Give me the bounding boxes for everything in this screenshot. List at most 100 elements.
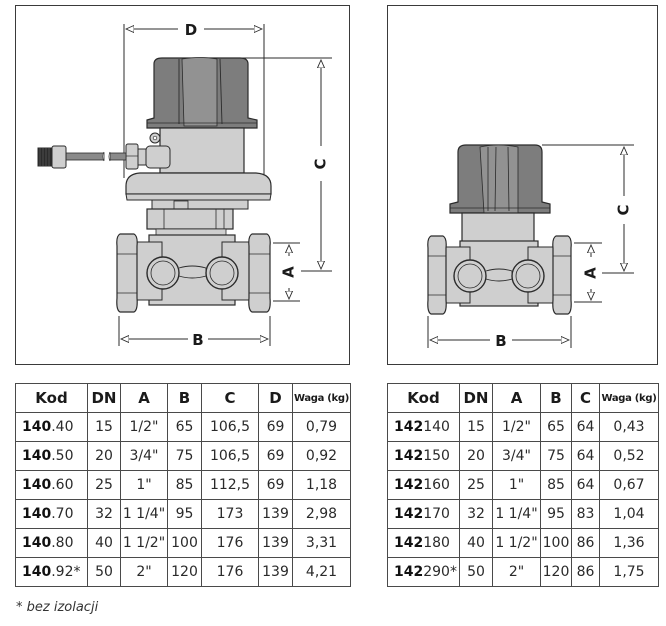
kod-prefix: 140: [22, 448, 52, 464]
cell-kod: 140.40: [15, 412, 88, 442]
cell-kod: 140.80: [15, 528, 88, 558]
valve-body: [116, 233, 271, 313]
dimension-c: C: [238, 57, 332, 272]
cell-dn: 15: [87, 412, 121, 442]
cell-dn: 20: [87, 441, 121, 471]
dimension-b: B: [118, 316, 271, 349]
cell-d: 69: [258, 470, 293, 500]
cell-dn: 40: [87, 528, 121, 558]
kod-prefix: 142: [394, 477, 424, 493]
cell-d: 139: [258, 557, 293, 587]
kod-prefix: 142: [394, 506, 424, 522]
valve-body: [427, 212, 572, 315]
cell-kod: 142180: [387, 528, 460, 558]
cell-waga: 1,04: [599, 499, 659, 529]
cell-b: 95: [167, 499, 202, 529]
dimension-d: D: [123, 21, 265, 178]
cell-dn: 25: [87, 470, 121, 500]
kod-suffix: 160: [423, 477, 450, 493]
header-a: A: [492, 383, 541, 413]
header-b: B: [167, 383, 202, 413]
dim-label-a: A: [582, 267, 600, 279]
cell-waga: 0,43: [599, 412, 659, 442]
cell-a: 1": [120, 470, 168, 500]
kod-prefix: 142: [394, 419, 424, 435]
cell-d: 139: [258, 528, 293, 558]
cell-kod: 142150: [387, 441, 460, 471]
header-dn: DN: [87, 383, 121, 413]
cell-d: 69: [258, 412, 293, 442]
cell-b: 120: [540, 557, 572, 587]
kod-suffix: 180: [423, 535, 450, 551]
cell-a: 1 1/2": [120, 528, 168, 558]
footnote: * bez izolacji: [16, 600, 99, 615]
kod-suffix: .80: [51, 535, 74, 551]
cell-c: 86: [571, 528, 600, 558]
kod-suffix: 150: [423, 448, 450, 464]
cell-a: 3/4": [492, 441, 541, 471]
cell-waga: 0,92: [292, 441, 351, 471]
cell-kod: 142290*: [387, 557, 460, 587]
cell-waga: 1,75: [599, 557, 659, 587]
header-kod: Kod: [387, 383, 460, 413]
header-b: B: [540, 383, 572, 413]
cell-dn: 15: [459, 412, 493, 442]
valve-140-svg: D C: [37, 21, 332, 349]
capillary-fitting: [37, 132, 171, 170]
cell-kod: 142160: [387, 470, 460, 500]
valve-knob: [146, 57, 258, 129]
cell-c: 64: [571, 470, 600, 500]
cell-kod: 140.92*: [15, 557, 88, 587]
cell-d: 69: [258, 441, 293, 471]
kod-suffix: .92*: [51, 564, 81, 580]
valve-knob: [449, 144, 551, 214]
cell-a: 1": [492, 470, 541, 500]
kod-suffix: .60: [51, 477, 74, 493]
cell-b: 65: [540, 412, 572, 442]
cell-c: 86: [571, 557, 600, 587]
cell-b: 95: [540, 499, 572, 529]
dim-label-c: C: [615, 204, 633, 215]
cell-a: 2": [120, 557, 168, 587]
kod-prefix: 140: [22, 564, 52, 580]
cell-a: 1 1/4": [492, 499, 541, 529]
cell-c: 83: [571, 499, 600, 529]
kod-suffix: 170: [423, 506, 450, 522]
cell-waga: 0,52: [599, 441, 659, 471]
dim-label-a: A: [280, 266, 298, 278]
dim-label-d: D: [185, 21, 197, 39]
cell-a: 2": [492, 557, 541, 587]
kod-prefix: 140: [22, 535, 52, 551]
header-c: C: [201, 383, 259, 413]
header-a: A: [120, 383, 168, 413]
dim-label-b: B: [495, 332, 506, 350]
cell-dn: 20: [459, 441, 493, 471]
cell-c: 106,5: [201, 441, 259, 471]
cell-kod: 140.60: [15, 470, 88, 500]
cell-a: 3/4": [120, 441, 168, 471]
cell-dn: 40: [459, 528, 493, 558]
cell-c: 176: [201, 557, 259, 587]
cell-c: 176: [201, 528, 259, 558]
cell-c: 173: [201, 499, 259, 529]
dimension-a: A: [574, 242, 602, 303]
cell-c: 64: [571, 441, 600, 471]
header-c: C: [571, 383, 600, 413]
table-header-row: Kod DN A B C D Waga (kg): [15, 383, 351, 413]
cell-dn: 50: [459, 557, 493, 587]
cell-c: 106,5: [201, 412, 259, 442]
cell-dn: 25: [459, 470, 493, 500]
table-header-row: Kod DN A B C Waga (kg): [387, 383, 659, 413]
cell-kod: 142170: [387, 499, 460, 529]
cell-a: 1 1/4": [120, 499, 168, 529]
dimension-c: C: [542, 144, 634, 274]
